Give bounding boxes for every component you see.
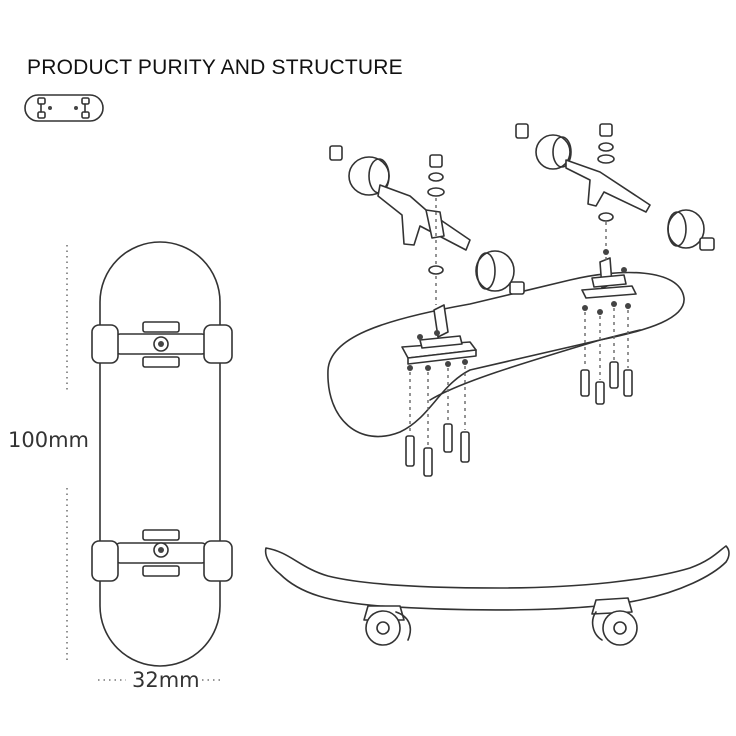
page-title: PRODUCT PURITY AND STRUCTURE <box>27 56 403 79</box>
back-hardware-stack <box>597 123 615 260</box>
deck-exploded <box>327 271 685 438</box>
front-baseplate-exploded <box>401 304 477 365</box>
back-baseplate-exploded <box>581 257 637 299</box>
exploded-assembly-diagram <box>327 123 715 477</box>
skateboard-side-view <box>264 545 730 646</box>
back-truck-exploded <box>515 123 715 251</box>
length-dimension-label: 100mm <box>8 428 89 452</box>
width-dimension-label: 32mm <box>132 668 200 692</box>
back-wheelset-side <box>591 597 638 646</box>
front-screws-exploded <box>405 330 470 477</box>
front-wheelset-side <box>363 605 412 646</box>
back-screws-exploded <box>580 249 633 405</box>
mini-skateboard-icon <box>24 94 104 122</box>
skateboard-top-view <box>91 241 233 667</box>
front-truck-exploded <box>329 145 525 295</box>
front-hardware-stack <box>427 154 445 305</box>
front-truck-top <box>91 321 233 368</box>
back-truck-top <box>91 529 233 582</box>
